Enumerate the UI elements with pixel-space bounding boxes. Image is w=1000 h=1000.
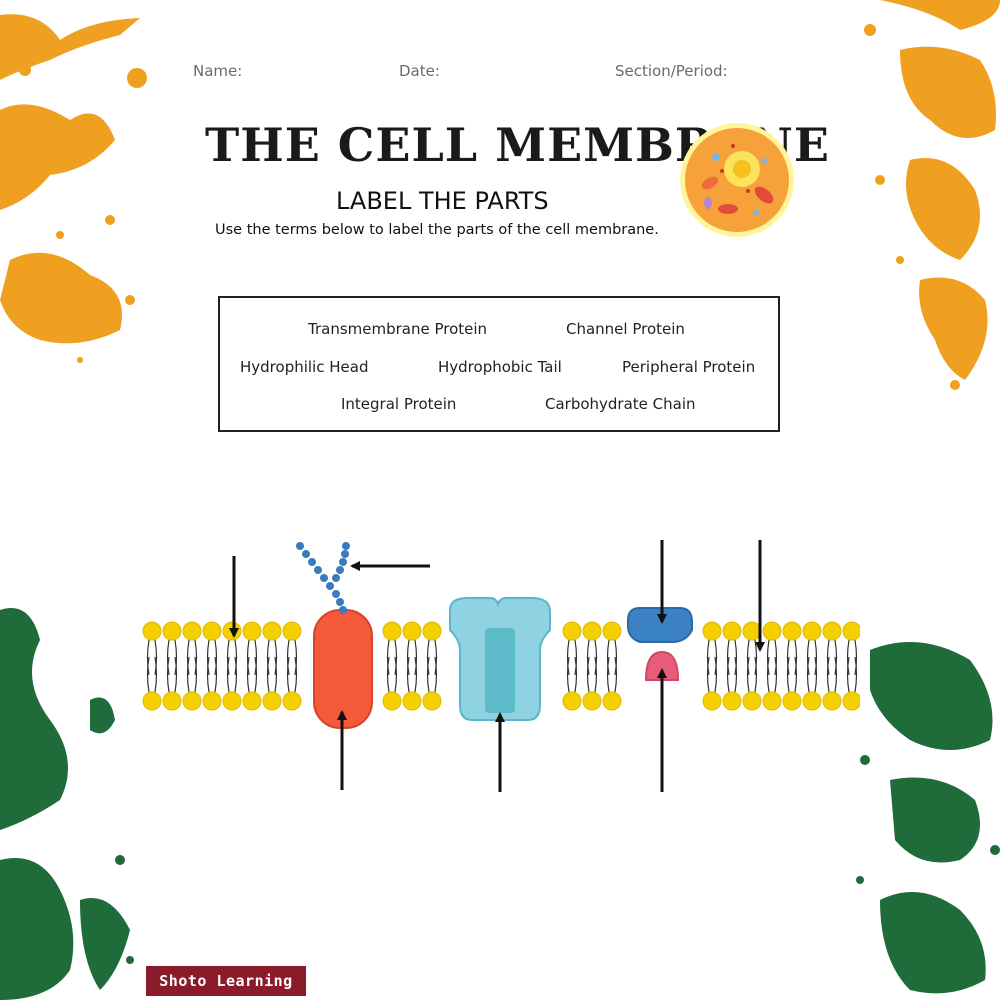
phospholipid-head: [763, 622, 781, 640]
phospholipid-head: [223, 622, 241, 640]
phospholipid-head: [603, 622, 621, 640]
term-transmembrane-protein: Transmembrane Protein: [308, 320, 487, 338]
word-bank-box: Transmembrane Protein Channel Protein Hy…: [218, 296, 780, 432]
phospholipid-head: [783, 692, 801, 710]
phospholipid-head: [183, 622, 201, 640]
phospholipid-head: [783, 622, 801, 640]
carbohydrate-chain: [296, 542, 350, 614]
phospholipid-head: [243, 692, 261, 710]
phospholipid-head: [563, 622, 581, 640]
phospholipid-head: [583, 622, 601, 640]
channel-protein: [450, 598, 550, 720]
worksheet-subtitle: LABEL THE PARTS: [336, 187, 549, 215]
phospholipid-head: [603, 692, 621, 710]
phospholipid-head: [563, 692, 581, 710]
term-integral-protein: Integral Protein: [341, 395, 456, 413]
phospholipid-head: [703, 692, 721, 710]
term-channel-protein: Channel Protein: [566, 320, 685, 338]
worksheet-title: THE CELL MEMBRANE: [205, 118, 675, 172]
phospholipid-head: [423, 692, 441, 710]
phospholipid-head: [403, 692, 421, 710]
phospholipid-head: [763, 692, 781, 710]
name-field-label: Name:: [193, 62, 242, 80]
phospholipid-head: [163, 622, 181, 640]
transmembrane-protein: [314, 610, 372, 728]
phospholipid-head: [283, 692, 301, 710]
phospholipid-head: [383, 622, 401, 640]
section-period-field-label: Section/Period:: [615, 62, 728, 80]
phospholipid-head: [263, 692, 281, 710]
phospholipid-head: [163, 692, 181, 710]
phospholipid-head: [203, 622, 221, 640]
phospholipid-head: [803, 622, 821, 640]
phospholipid-head: [143, 692, 161, 710]
phospholipid-head: [143, 622, 161, 640]
term-carbohydrate-chain: Carbohydrate Chain: [545, 395, 696, 413]
phospholipid-head: [583, 692, 601, 710]
phospholipid-head: [383, 692, 401, 710]
peripheral-protein: [628, 608, 692, 642]
term-hydrophobic-tail: Hydrophobic Tail: [438, 358, 562, 376]
phospholipid-head: [723, 622, 741, 640]
phospholipid-head: [723, 692, 741, 710]
phospholipid-head: [843, 692, 860, 710]
phospholipid-head: [243, 622, 261, 640]
phospholipid-head: [183, 692, 201, 710]
phospholipid-head: [203, 692, 221, 710]
phospholipid-head: [823, 692, 841, 710]
phospholipid-head: [743, 692, 761, 710]
animal-cell-icon: [678, 121, 796, 239]
phospholipid-head: [223, 692, 241, 710]
phospholipid-head: [743, 622, 761, 640]
phospholipid-head: [803, 692, 821, 710]
instructions-text: Use the terms below to label the parts o…: [215, 222, 659, 238]
term-hydrophilic-head: Hydrophilic Head: [240, 358, 368, 376]
phospholipid-head: [263, 622, 281, 640]
cell-membrane-diagram: [140, 530, 860, 800]
date-field-label: Date:: [399, 62, 440, 80]
phospholipid-head: [703, 622, 721, 640]
phospholipid-head: [843, 622, 860, 640]
brand-label: Shoto Learning: [146, 966, 306, 996]
phospholipid-head: [403, 622, 421, 640]
phospholipid-head: [283, 622, 301, 640]
phospholipid-head: [423, 622, 441, 640]
term-peripheral-protein: Peripheral Protein: [622, 358, 755, 376]
phospholipid-head: [823, 622, 841, 640]
